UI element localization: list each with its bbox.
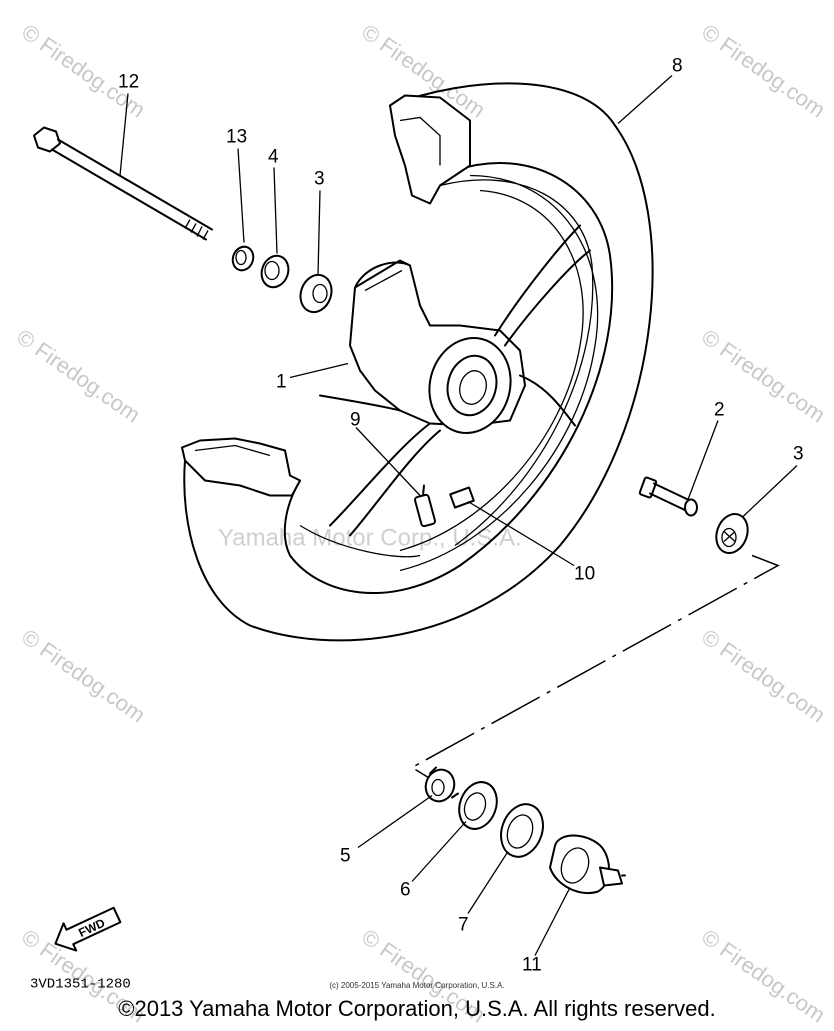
callout-10: 10 — [574, 564, 595, 585]
balance-weight — [449, 486, 475, 509]
meter-clutch — [424, 766, 459, 803]
oil-seal-4 — [260, 254, 290, 289]
callout-9: 9 — [350, 410, 361, 431]
bearing-3-right — [715, 513, 749, 554]
callout-8: 8 — [672, 56, 683, 77]
small-copyright: (c) 2005-2015 Yamaha Motor Corporation, … — [329, 981, 505, 990]
diagram-code: 3VD1351-1280 — [30, 977, 131, 993]
callout-13: 13 — [226, 127, 247, 148]
callout-11: 11 — [522, 955, 542, 976]
callout-2: 2 — [714, 400, 725, 421]
callout-7: 7 — [458, 915, 469, 936]
tire — [181, 82, 654, 642]
bolt-2 — [638, 476, 698, 517]
seal-6 — [458, 781, 498, 830]
callouts: 12 13 4 3 8 1 9 10 2 3 5 6 7 11 — [118, 56, 804, 976]
watermark: © Firedog.com — [17, 624, 150, 727]
footer-copyright: ©2013 Yamaha Motor Corporation, U.S.A. A… — [118, 996, 716, 1021]
alignment-line — [410, 554, 780, 780]
bearing-3-left — [299, 273, 333, 314]
callout-5: 5 — [340, 846, 351, 867]
watermark: © Firedog.com — [697, 19, 830, 122]
callout-3-right: 3 — [793, 444, 804, 465]
callout-3: 3 — [314, 169, 325, 190]
watermark: © Firedog.com — [12, 324, 145, 427]
collar-13 — [231, 245, 255, 272]
callout-1: 1 — [276, 372, 287, 393]
air-valve — [414, 484, 436, 528]
axle — [33, 126, 213, 241]
watermark: © Firedog.com — [697, 624, 830, 727]
callout-12: 12 — [118, 72, 139, 93]
meter-gear-unit — [549, 834, 626, 894]
callout-6: 6 — [400, 880, 411, 901]
wheel-rim — [299, 174, 599, 572]
seal-7 — [500, 803, 544, 858]
leader-lines — [119, 75, 798, 956]
callout-4: 4 — [268, 147, 279, 168]
